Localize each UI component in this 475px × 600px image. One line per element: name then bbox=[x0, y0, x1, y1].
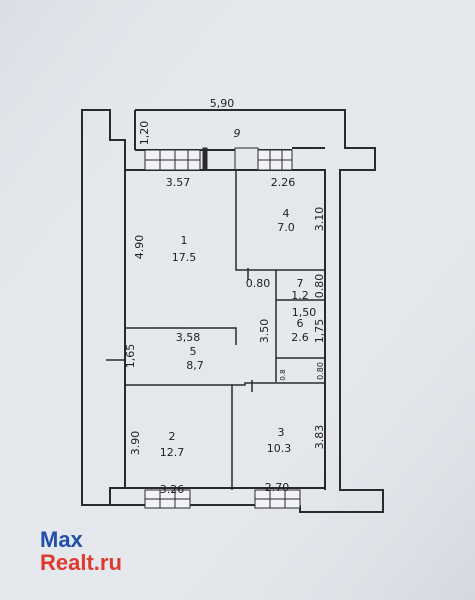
room2-number: 2 bbox=[169, 430, 176, 443]
room6-number: 6 bbox=[297, 317, 304, 330]
windows bbox=[144, 147, 301, 509]
dim-niche-depth: 0.80 bbox=[316, 362, 325, 380]
dim-room4-depth: 3.10 bbox=[313, 207, 326, 232]
column-top bbox=[234, 147, 259, 171]
dim-room2-depth: 3.90 bbox=[129, 431, 142, 456]
inner-left-line bbox=[124, 140, 325, 489]
wall-room2-top bbox=[125, 382, 325, 386]
wall-room4 bbox=[235, 170, 325, 271]
room1-number: 1 bbox=[181, 234, 188, 247]
door-marks bbox=[106, 268, 253, 392]
room3-number: 3 bbox=[278, 426, 285, 439]
wall-wc-divider bbox=[276, 299, 325, 359]
interior-walls bbox=[106, 170, 325, 490]
room7-area: 1.2 bbox=[291, 289, 309, 302]
dimension-labels: 5,90 1,20 9 3.57 2.26 3.10 4.90 0.80 0.8… bbox=[124, 97, 326, 496]
dim-balcony-width: 5,90 bbox=[210, 97, 235, 110]
dim-hall-depth: 3.50 bbox=[258, 319, 271, 344]
room3-area: 10.3 bbox=[267, 442, 292, 455]
wall-room1-bottom bbox=[125, 327, 237, 345]
dim-room1-depth: 4.90 bbox=[133, 235, 146, 260]
room5-number: 5 bbox=[190, 345, 197, 358]
dim-corridor: 1,65 bbox=[124, 344, 137, 369]
room5-area: 8,7 bbox=[186, 359, 204, 372]
room7-number: 7 bbox=[297, 277, 304, 290]
room-labels: 1 17.5 4 7.0 7 1.2 6 2.6 5 8,7 2 12.7 3 … bbox=[160, 207, 309, 459]
dim-room2-width: 3.26 bbox=[160, 483, 185, 496]
watermark-max: Max bbox=[40, 527, 84, 552]
right-wall bbox=[299, 109, 384, 513]
door-mark-top bbox=[202, 147, 208, 171]
dim-room4-width: 2.26 bbox=[271, 176, 296, 189]
dim-niche-width: 0.8 bbox=[279, 369, 287, 380]
watermark-realt: Realt.ru bbox=[40, 550, 122, 575]
room1-area: 17.5 bbox=[172, 251, 197, 264]
dim-balcony-depth: 1,20 bbox=[138, 121, 151, 146]
dim-room6-depth: 1,75 bbox=[313, 319, 326, 344]
watermark: Max Realt.ru bbox=[40, 527, 122, 575]
dim-room1-width: 3.57 bbox=[166, 176, 191, 189]
dim-room7-depth: 0.80 bbox=[313, 274, 326, 299]
dim-room7-width: 0.80 bbox=[246, 277, 271, 290]
room4-number: 4 bbox=[283, 207, 290, 220]
room6-area: 2.6 bbox=[291, 331, 309, 344]
dim-room6-width: 1,50 bbox=[292, 306, 317, 319]
dim-hall-width: 3,58 bbox=[176, 331, 201, 344]
dim-room3-depth: 3.83 bbox=[313, 425, 326, 450]
dim-balcony-no: 9 bbox=[234, 127, 241, 140]
room2-area: 12.7 bbox=[160, 446, 185, 459]
dim-room3-width: 2.70 bbox=[265, 481, 290, 494]
room4-area: 7.0 bbox=[277, 221, 295, 234]
